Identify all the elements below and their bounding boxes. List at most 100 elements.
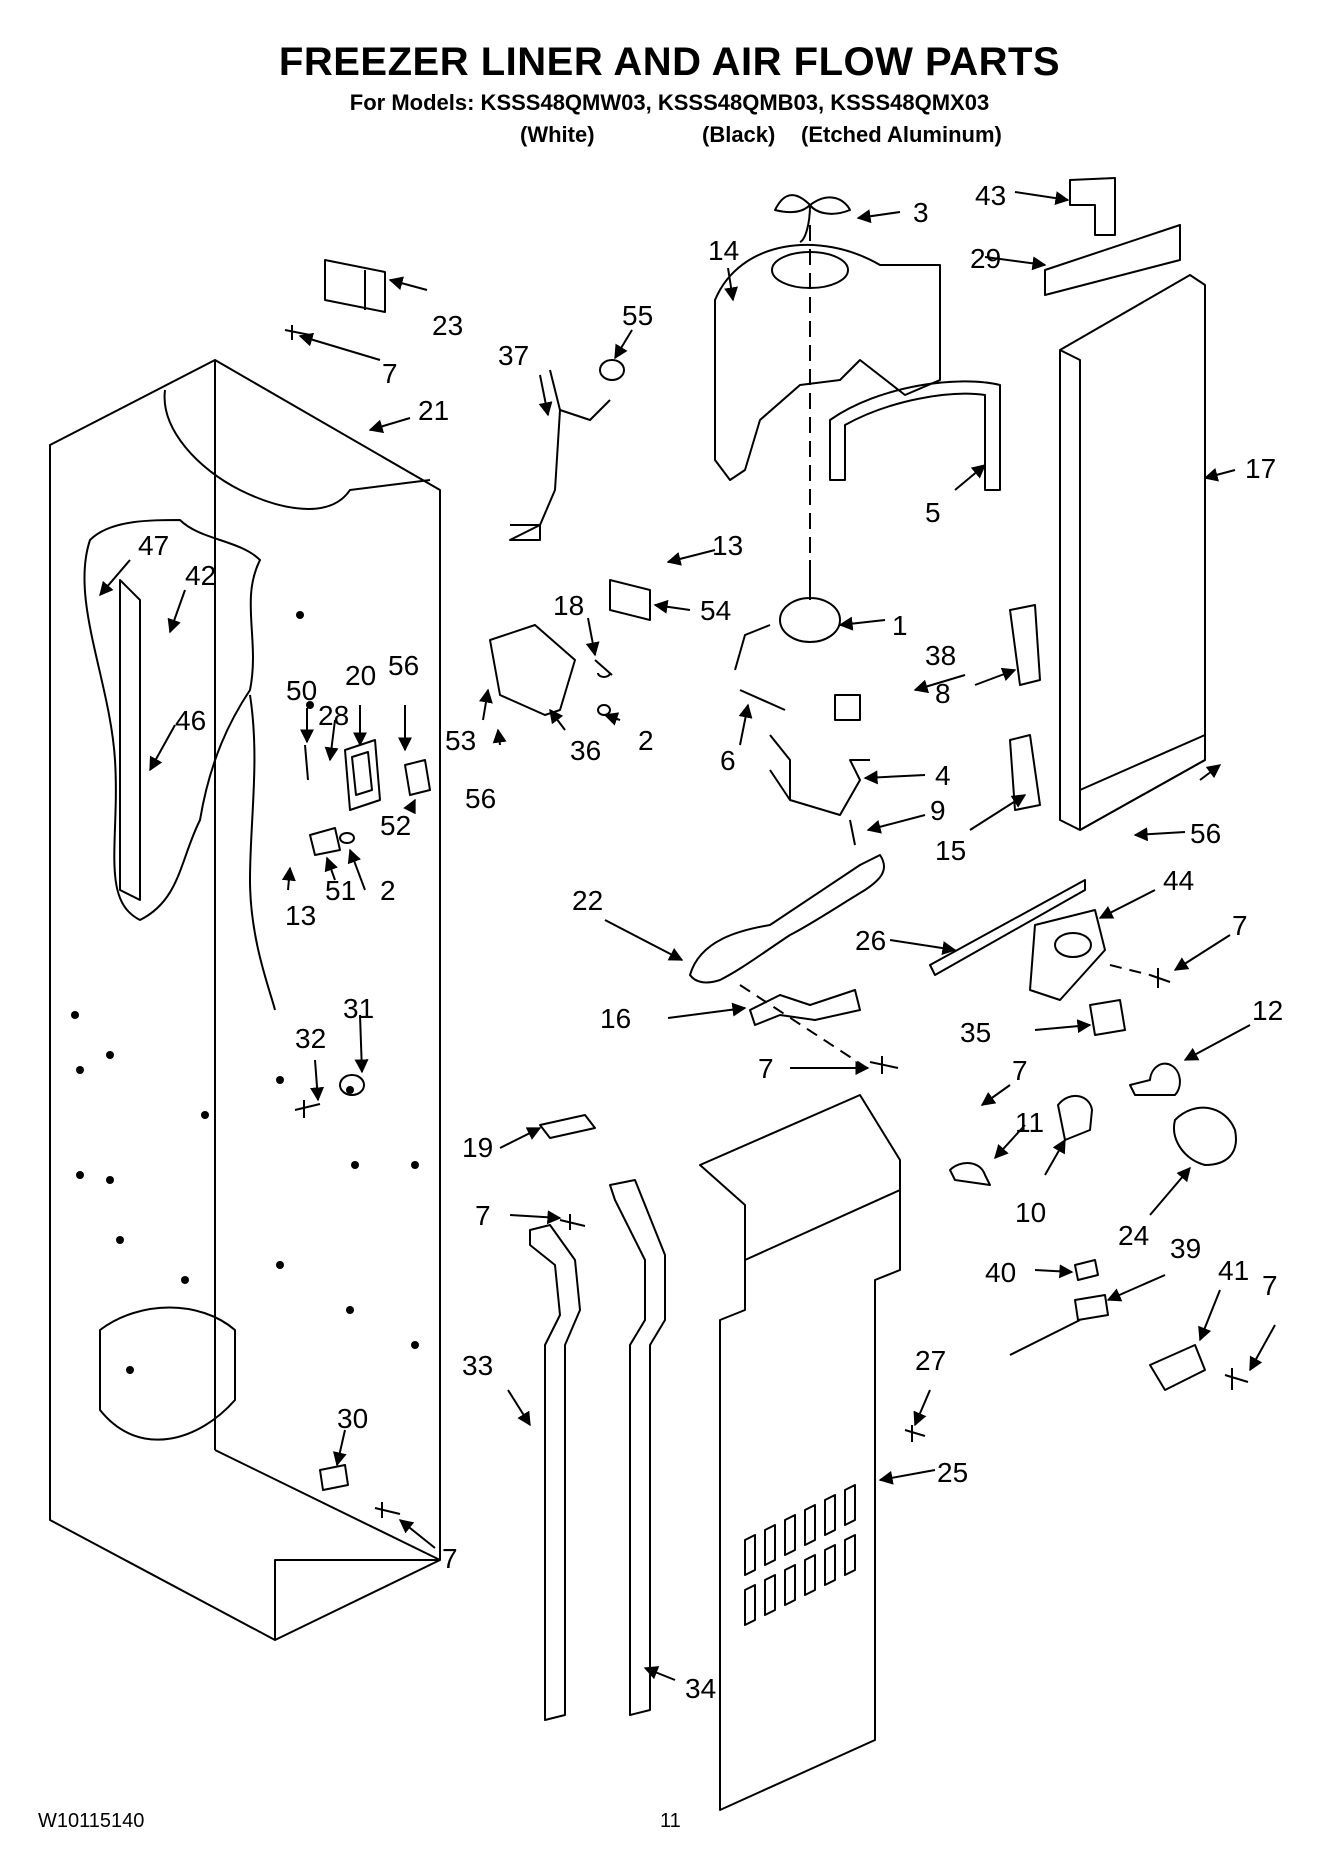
callout-50: 50 <box>286 675 317 706</box>
channel-34-part <box>609 1179 666 1716</box>
strip-26-part <box>929 879 1086 976</box>
callout-20: 20 <box>345 660 376 691</box>
part-8-drawing <box>1009 604 1041 686</box>
part-29-drawing <box>1044 224 1181 296</box>
lens-24-part <box>1173 1106 1237 1166</box>
callout-7c: 7 <box>758 1053 774 1084</box>
callout-47: 47 <box>138 530 169 561</box>
part-2b-drawing <box>339 832 355 844</box>
part-40-drawing <box>1074 1259 1099 1281</box>
assembly-axis-2 <box>739 984 871 1071</box>
clip-11-part <box>949 1162 991 1186</box>
callout-9: 9 <box>930 795 946 826</box>
part-19-drawing <box>539 1114 596 1139</box>
color-etched-aluminum: (Etched Aluminum) <box>801 122 1002 147</box>
callout-54: 54 <box>700 595 731 626</box>
callout-53: 53 <box>445 725 476 756</box>
part-9-drawing <box>849 819 856 846</box>
models-line: For Models: KSSS48QMW03, KSSS48QMB03, KS… <box>349 90 990 115</box>
callout-40: 40 <box>985 1257 1016 1288</box>
callout-7d: 7 <box>1012 1055 1028 1086</box>
callout-51: 51 <box>325 875 356 906</box>
part-18-drawing <box>594 659 613 678</box>
part-38-drawing <box>834 694 861 721</box>
callout-31: 31 <box>343 993 374 1024</box>
callout-44: 44 <box>1163 865 1194 896</box>
bracket-16-part <box>749 989 861 1026</box>
duct-22-part <box>689 854 885 984</box>
fan-blade-3-part <box>774 194 851 243</box>
part-41-drawing <box>1149 1344 1206 1391</box>
motor-1-part <box>734 560 841 671</box>
callout-7g: 7 <box>442 1543 458 1574</box>
callout-42: 42 <box>185 560 216 591</box>
housing-36-part <box>489 624 576 716</box>
callout-56a: 56 <box>388 650 419 681</box>
part-54-drawing <box>609 579 651 621</box>
part-32-31-drawing <box>339 1074 365 1096</box>
evaporator-cover-25-part <box>699 1094 901 1811</box>
bracket-23-part <box>324 259 386 313</box>
callout-7e: 7 <box>475 1200 491 1231</box>
callout-labels: 43 3 29 14 55 23 37 7 21 17 5 47 42 13 1… <box>138 180 1283 1704</box>
part-2a-drawing <box>597 704 611 716</box>
callout-8: 8 <box>935 678 951 709</box>
callout-7b: 7 <box>1232 910 1248 941</box>
panel-17-part <box>1059 274 1206 831</box>
callout-24: 24 <box>1118 1220 1149 1251</box>
callout-33: 33 <box>462 1350 493 1381</box>
callout-39: 39 <box>1170 1233 1201 1264</box>
callout-18: 18 <box>553 590 584 621</box>
callout-10: 10 <box>1015 1197 1046 1228</box>
callout-22: 22 <box>572 885 603 916</box>
callout-16: 16 <box>600 1003 631 1034</box>
document-number: W10115140 <box>38 1810 145 1832</box>
callout-55: 55 <box>622 300 653 331</box>
callout-14: 14 <box>708 235 739 266</box>
callout-7a: 7 <box>382 358 398 389</box>
callout-2b: 2 <box>380 875 396 906</box>
color-black: (Black) <box>702 122 776 147</box>
callout-34: 34 <box>685 1673 716 1704</box>
harness-37-part <box>509 369 611 541</box>
cover-vents <box>744 1484 856 1626</box>
part-15-drawing <box>1009 734 1041 811</box>
part-6-drawing <box>739 689 786 711</box>
callout-46: 46 <box>175 705 206 736</box>
leader-arrows <box>99 191 1276 1681</box>
panel-17-lip <box>1079 734 1206 831</box>
callout-41: 41 <box>1218 1255 1249 1286</box>
callout-3: 3 <box>913 197 929 228</box>
bracket-4-part <box>769 734 870 816</box>
callout-11: 11 <box>1015 1107 1044 1138</box>
callout-13a: 13 <box>712 530 743 561</box>
part-drawings <box>49 177 1249 1811</box>
channel-33-part <box>529 1224 581 1721</box>
callout-36: 36 <box>570 735 601 766</box>
assembly-axis-3 <box>1109 964 1151 976</box>
color-white: (White) <box>520 122 595 147</box>
part-52-drawing <box>404 759 431 796</box>
callout-56c: 56 <box>1190 818 1221 849</box>
freezer-liner-part <box>49 359 441 1641</box>
part-43-drawing <box>1069 177 1116 236</box>
callout-4: 4 <box>935 760 951 791</box>
callout-38: 38 <box>925 640 956 671</box>
callout-12: 12 <box>1252 995 1283 1026</box>
part-50-drawing <box>304 744 309 781</box>
callout-1: 1 <box>892 610 908 641</box>
bulb-12-part <box>1129 1062 1181 1096</box>
housing-44-part <box>1029 909 1106 1001</box>
plug-55-part <box>599 359 625 381</box>
callout-2a: 2 <box>638 725 654 756</box>
clip-30-part <box>319 1464 349 1491</box>
callout-17: 17 <box>1245 453 1276 484</box>
callout-28: 28 <box>318 700 349 731</box>
callout-27: 27 <box>915 1345 946 1376</box>
callout-37: 37 <box>498 340 529 371</box>
callout-15: 15 <box>935 835 966 866</box>
gasket-5-part <box>829 380 1001 491</box>
page-number: 11 <box>660 1810 681 1832</box>
callout-56b: 56 <box>465 783 496 814</box>
part-35-drawing <box>1089 999 1126 1036</box>
